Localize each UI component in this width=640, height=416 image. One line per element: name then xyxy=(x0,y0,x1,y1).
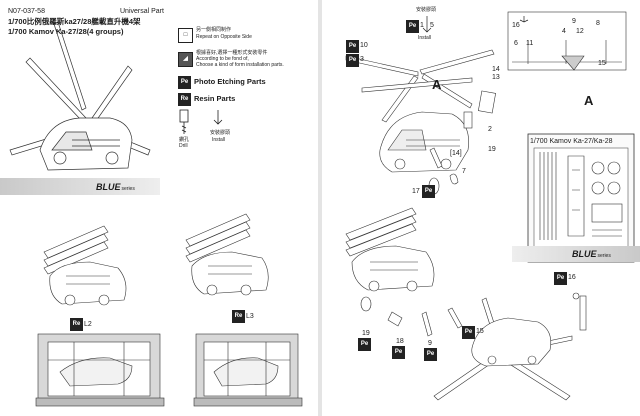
callout-2: 2 xyxy=(488,126,492,133)
brand-name: BLUE xyxy=(96,182,121,192)
inset-num-6: 6 xyxy=(514,40,518,47)
legend-drill-en: Drill xyxy=(179,143,188,149)
callout-l3-label: L3 xyxy=(246,313,254,320)
re-badge-icon: Re xyxy=(178,93,191,106)
choose-option-icon: ◢ xyxy=(178,52,193,67)
helicopter-rotor-diagram xyxy=(9,21,151,171)
inset-letter-a: A xyxy=(584,93,594,108)
inset-num-4: 4 xyxy=(562,28,566,35)
callout-14: 14 xyxy=(492,66,500,73)
pe-badge-10: Pe xyxy=(346,40,359,53)
legend-re-label: Resin Parts xyxy=(194,94,236,103)
right-instruction-page: Pe 1 5 Pe 10 Pe 3 14 13 2 19 7 17 Pe [14… xyxy=(322,0,640,416)
pe-badge-1: Pe xyxy=(406,20,419,33)
legend-drill-cn: 鑽孔 xyxy=(179,137,190,143)
pe-badge-19b: Pe xyxy=(358,338,371,351)
legend-choose-cn: 根據喜好,選擇一種形式安裝零件 xyxy=(196,50,268,56)
install-en: Install xyxy=(418,35,432,41)
brand-band xyxy=(0,178,160,195)
assembly-diagrams xyxy=(345,11,635,401)
callout-10: 10 xyxy=(360,42,368,49)
pe-badge-18: Pe xyxy=(392,346,405,359)
callout-l2-label: L2 xyxy=(84,321,92,328)
legend-choose-en2: Choose a kind of form installation parts… xyxy=(196,62,284,68)
legend-install-en: Install xyxy=(212,137,226,143)
brand-band-right xyxy=(512,246,640,262)
title-cn: 1/700比例俄羅斯ka27/28艦載直升機4架 xyxy=(8,17,141,26)
title-en: 1/700 Kamov Ka-27/28(4 groups) xyxy=(8,27,124,36)
inset-num-9: 9 xyxy=(572,18,576,25)
pe-badge-3: Pe xyxy=(346,54,359,67)
legend-choose-en1: According to be fond of, xyxy=(196,56,249,62)
fret-title: 1/700 Kamov Ka-27/Ka-28 xyxy=(530,138,613,145)
left-instruction-page: N07-037-58 Universal Part 1/700比例俄羅斯ka27… xyxy=(0,0,318,416)
inset-num-11: 11 xyxy=(526,40,534,47)
brand-suffix-right: series xyxy=(597,253,611,259)
callout-1: 1 xyxy=(420,22,424,29)
callout-19: 19 xyxy=(488,146,496,153)
callout-16: 16 xyxy=(568,274,576,281)
folded-helicopter-diagrams xyxy=(35,213,303,407)
callout-3: 3 xyxy=(360,56,364,63)
callout-7: 7 xyxy=(462,168,466,175)
drill-and-install-icons xyxy=(179,109,223,134)
callout-re-l3-badge: Re xyxy=(232,310,245,323)
legend-repeat-en: Repeat on Opposite Side xyxy=(196,34,252,40)
repeat-side-icon: □ xyxy=(178,28,193,43)
callout-13: 13 xyxy=(492,74,500,81)
callout-14-bracket: [14] xyxy=(450,150,462,157)
callout-re-l2-badge: Re xyxy=(70,318,83,331)
inset-num-16: 16 xyxy=(512,22,520,29)
callout-5: 5 xyxy=(430,22,434,29)
inset-num-12: 12 xyxy=(576,28,584,35)
callout-19b: 19 xyxy=(362,330,370,337)
brand-suffix: series xyxy=(121,186,135,192)
pe-badge-17: Pe xyxy=(422,185,435,198)
legend-install-cn: 安裝膠頭 xyxy=(210,130,231,136)
legend-repeat-cn: 另一側相同制作 xyxy=(196,27,232,33)
brand-logo-right: BLUEseries xyxy=(572,250,611,259)
pe-badge-icon: Pe xyxy=(178,76,191,89)
inset-num-8: 8 xyxy=(596,20,600,27)
inset-num-15: 15 xyxy=(598,60,606,67)
letter-a: A xyxy=(432,77,442,92)
brand-logo: BLUEseries xyxy=(96,183,135,192)
page-spine xyxy=(318,0,322,416)
pe-badge-15: Pe xyxy=(462,326,475,339)
legend-pe-label: Photo Etching Parts xyxy=(194,77,266,86)
pe-badge-16: Pe xyxy=(554,272,567,285)
callout-17: 17 xyxy=(412,188,420,195)
pe-badge-9b: Pe xyxy=(424,348,437,361)
product-code: N07-037-58 xyxy=(8,8,45,15)
callout-9b: 9 xyxy=(428,340,432,347)
part-category: Universal Part xyxy=(120,8,164,15)
install-cn: 安裝膠頭 xyxy=(416,7,437,13)
brand-name-right: BLUE xyxy=(572,249,597,259)
callout-18: 18 xyxy=(396,338,404,345)
callout-15: 15 xyxy=(476,328,484,335)
